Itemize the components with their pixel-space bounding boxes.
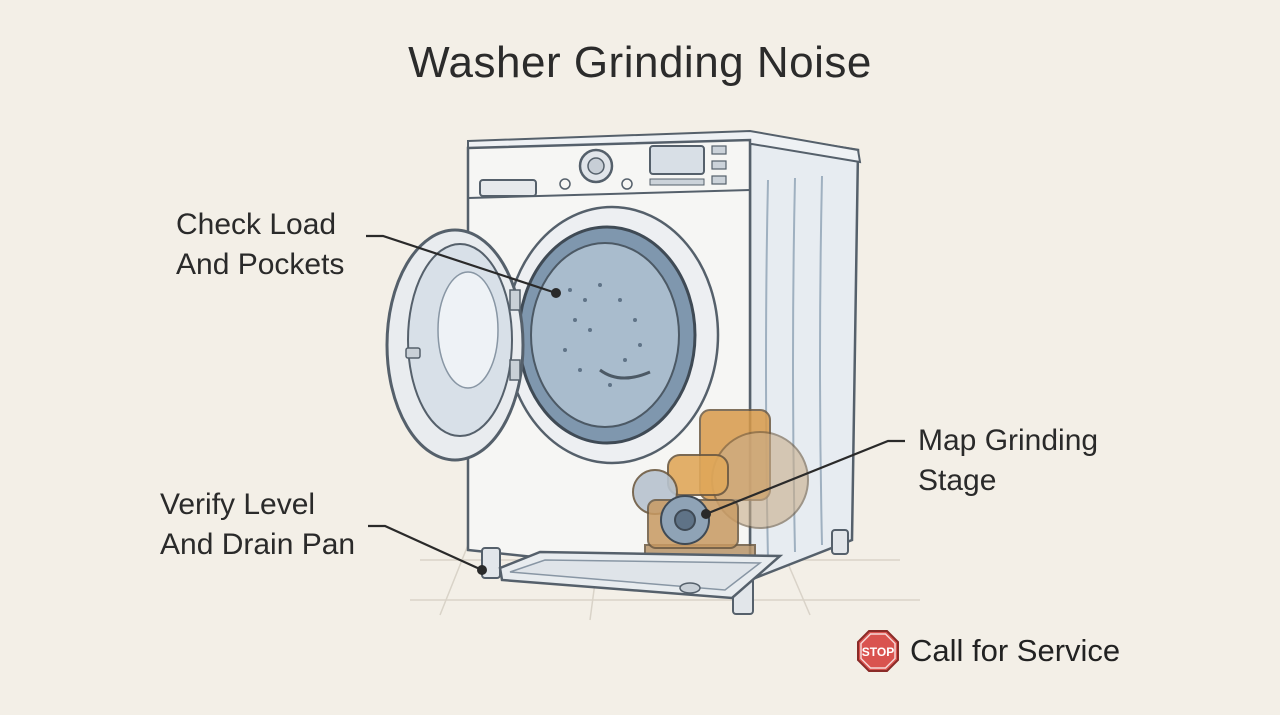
drain-pan bbox=[498, 550, 784, 600]
callout-map-grinding-line1: Map Grinding bbox=[918, 424, 1099, 457]
page-title: Washer Grinding Noise bbox=[408, 38, 872, 87]
callout-map-grinding: Map Grinding Stage bbox=[918, 421, 1098, 501]
callout-verify-level-line1: Verify Level bbox=[160, 488, 316, 521]
callout-check-load-line1: Check Load bbox=[176, 208, 337, 241]
callout-check-load: Check Load And Pockets bbox=[176, 205, 344, 285]
stop-sign-icon: STOP bbox=[857, 630, 899, 672]
call-for-service: STOP Call for Service bbox=[856, 628, 1120, 674]
drum-inner bbox=[530, 242, 680, 428]
callout-map-grinding-line2: Stage bbox=[918, 464, 997, 497]
callout-check-load-line2: And Pockets bbox=[176, 248, 345, 281]
drum-holes bbox=[563, 283, 642, 387]
callout-lines bbox=[366, 234, 905, 572]
callout-verify-level: Verify Level And Drain Pan bbox=[160, 485, 355, 565]
call-for-service-label: Call for Service bbox=[910, 633, 1121, 668]
stop-sign-text: STOP bbox=[862, 645, 894, 659]
control-panel bbox=[467, 145, 751, 199]
callout-verify-level-line2: And Drain Pan bbox=[160, 528, 356, 561]
open-door bbox=[385, 228, 525, 462]
callout-dots bbox=[477, 288, 711, 575]
drum-paddle bbox=[599, 368, 651, 380]
